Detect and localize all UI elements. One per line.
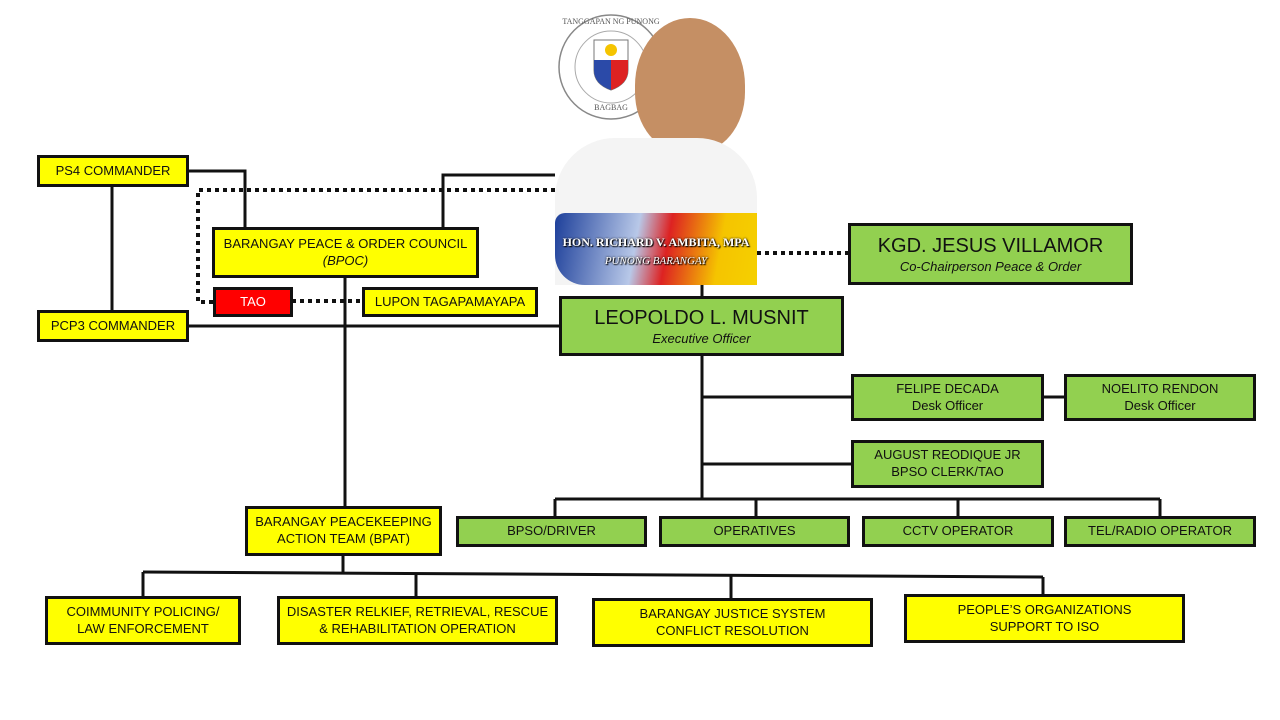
role: Executive Officer [652,330,751,346]
label: BPSO/DRIVER [507,523,596,539]
bpoc-box: BARANGAY PEACE & ORDER COUNCIL(BPOC) [212,227,479,278]
name-banner: HON. RICHARD V. AMBITA, MPA PUNONG BARAN… [555,213,757,285]
label: PEOPLE’S ORGANIZATIONS [957,601,1132,617]
disaster-box: DISASTER RELKIEF, RETRIEVAL, RESCUE& REH… [277,596,558,645]
tel-radio-operator-box: TEL/RADIO OPERATOR [1064,516,1256,547]
label: PCP3 COMMANDER [50,317,176,333]
name: KGD. JESUS VILLAMOR [877,234,1104,257]
bpso-driver-box: BPSO/DRIVER [456,516,647,547]
lupon-box: LUPON TAGAPAMAYAPA [362,287,538,317]
punong-barangay-title: PUNONG BARANGAY [604,255,708,267]
label: LUPON TAGAPAMAYAPA [374,293,526,309]
sublabel: LAW ENFORCEMENT [77,620,209,636]
seal-text-top: TANGGAPAN NG PUNONG [562,17,660,26]
punong-barangay-photo: HON. RICHARD V. AMBITA, MPA PUNONG BARAN… [555,18,757,285]
role: Desk Officer [911,397,984,413]
tao-box: TAO [213,287,293,317]
label: OPERATIVES [713,523,796,539]
role: Co-Chairperson Peace & Order [899,258,1082,274]
label: COIMMUNITY POLICING/ [66,603,220,619]
sublabel: (BPOC) [322,252,369,268]
label: PS4 COMMANDER [55,162,171,178]
label: BARANGAY JUSTICE SYSTEM [639,605,826,621]
role: Desk Officer [1124,397,1196,413]
label: TAO [240,293,266,309]
label: DISASTER RELKIEF, RETRIEVAL, RESCUE [286,603,549,619]
seal-text-bottom: BAGBAG [594,103,628,112]
sublabel: ACTION TEAM (BPAT) [277,531,410,546]
punong-barangay-name: HON. RICHARD V. AMBITA, MPA [562,235,750,249]
pcp3-commander-box: PCP3 COMMANDER [37,310,189,342]
ps4-commander-box: PS4 COMMANDER [37,155,189,187]
portrait-head [635,18,745,153]
role: BPSO CLERK/TAO [891,464,1004,479]
name: AUGUST REODIQUE JR [874,447,1021,463]
label: TEL/RADIO OPERATOR [1088,523,1232,539]
name: NOELITO RENDON [1101,380,1219,396]
label: CCTV OPERATOR [902,523,1014,539]
sublabel: CONFLICT RESOLUTION [656,622,809,638]
sublabel: SUPPORT TO ISO [989,618,1100,634]
label: BARANGAY PEACE & ORDER COUNCIL [223,235,468,251]
cctv-operator-box: CCTV OPERATOR [862,516,1054,547]
label: BARANGAY PEACEKEEPING [255,514,432,530]
name: FELIPE DECADA [896,380,999,396]
community-policing-box: COIMMUNITY POLICING/LAW ENFORCEMENT [45,596,241,645]
name: LEOPOLDO L. MUSNIT [594,306,809,329]
sublabel: & REHABILITATION OPERATION [319,620,516,636]
operatives-box: OPERATIVES [659,516,850,547]
